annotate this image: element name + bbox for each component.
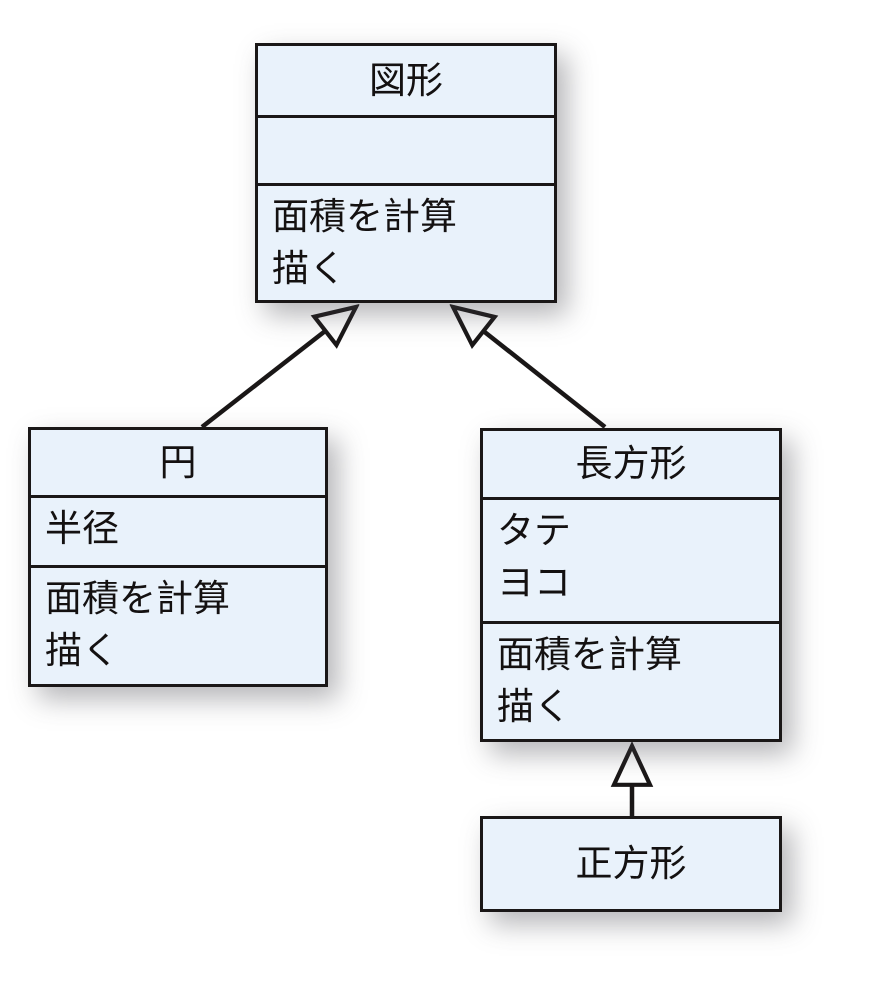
methods-compartment-shape: 面積を計算 描く xyxy=(258,183,554,300)
class-box-rectangle: 長方形 タテ ヨコ 面積を計算 描く xyxy=(480,428,782,742)
method-item: 面積を計算 xyxy=(45,578,230,619)
method-item: 面積を計算 xyxy=(497,634,682,675)
class-box-square: 正方形 xyxy=(480,816,782,912)
class-name-circle: 円 xyxy=(159,441,197,483)
method-item: 描く xyxy=(272,248,346,289)
inheritance-arrow-rectangle-to-shape xyxy=(453,307,607,429)
attribute-item: タテ xyxy=(497,510,571,551)
attributes-compartment-shape xyxy=(258,115,554,183)
methods-compartment-rectangle: 面積を計算 描く xyxy=(483,621,779,739)
class-name-rectangle: 長方形 xyxy=(575,443,687,484)
method-item: 面積を計算 xyxy=(272,196,457,237)
attributes-compartment-rectangle: タテ ヨコ xyxy=(483,497,779,621)
attributes-compartment-circle: 半径 xyxy=(31,495,325,565)
class-name-square: 正方形 xyxy=(575,843,687,884)
methods-compartment-circle: 面積を計算 描く xyxy=(31,565,325,684)
inheritance-arrow-circle-to-shape xyxy=(200,307,356,429)
method-item: 描く xyxy=(497,686,571,727)
class-box-shape: 図形 面積を計算 描く xyxy=(255,43,557,303)
class-name-shape: 図形 xyxy=(369,59,443,101)
attribute-item: ヨコ xyxy=(497,562,571,603)
class-box-circle: 円 半径 面積を計算 描く xyxy=(28,427,328,687)
method-item: 描く xyxy=(45,630,119,671)
attribute-item: 半径 xyxy=(45,508,119,549)
